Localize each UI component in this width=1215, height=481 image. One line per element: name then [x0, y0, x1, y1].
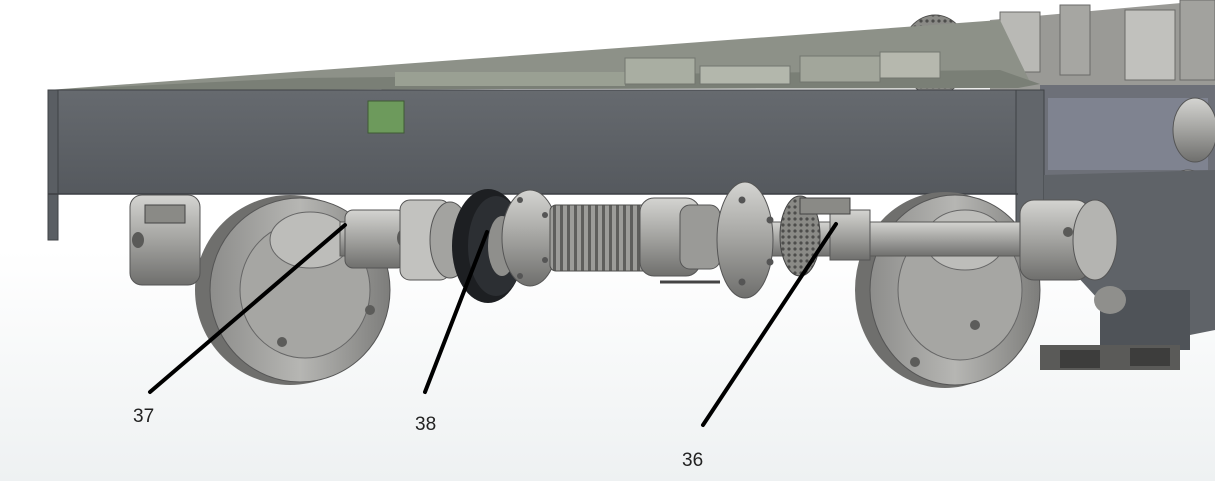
left-wheel	[195, 195, 391, 385]
right-axle-box	[1019, 199, 1118, 281]
leader-line-36	[701, 222, 838, 427]
leader-lines	[148, 222, 838, 427]
callout-37: 37	[133, 406, 154, 427]
coupling-assembly	[501, 189, 721, 287]
frame-beam	[47, 89, 1045, 241]
callout-labels: 37 38 36	[133, 406, 703, 471]
leader-line-37	[148, 223, 347, 394]
spring-coil	[549, 204, 651, 272]
right-wheel	[855, 192, 1041, 388]
right-drive-assembly	[716, 181, 871, 299]
green-square	[367, 100, 405, 134]
left-axle-box	[129, 194, 201, 286]
leader-line-38	[423, 230, 489, 394]
deck-top	[48, 20, 1040, 90]
callout-36: 36	[682, 450, 703, 471]
callout-38: 38	[415, 414, 436, 435]
